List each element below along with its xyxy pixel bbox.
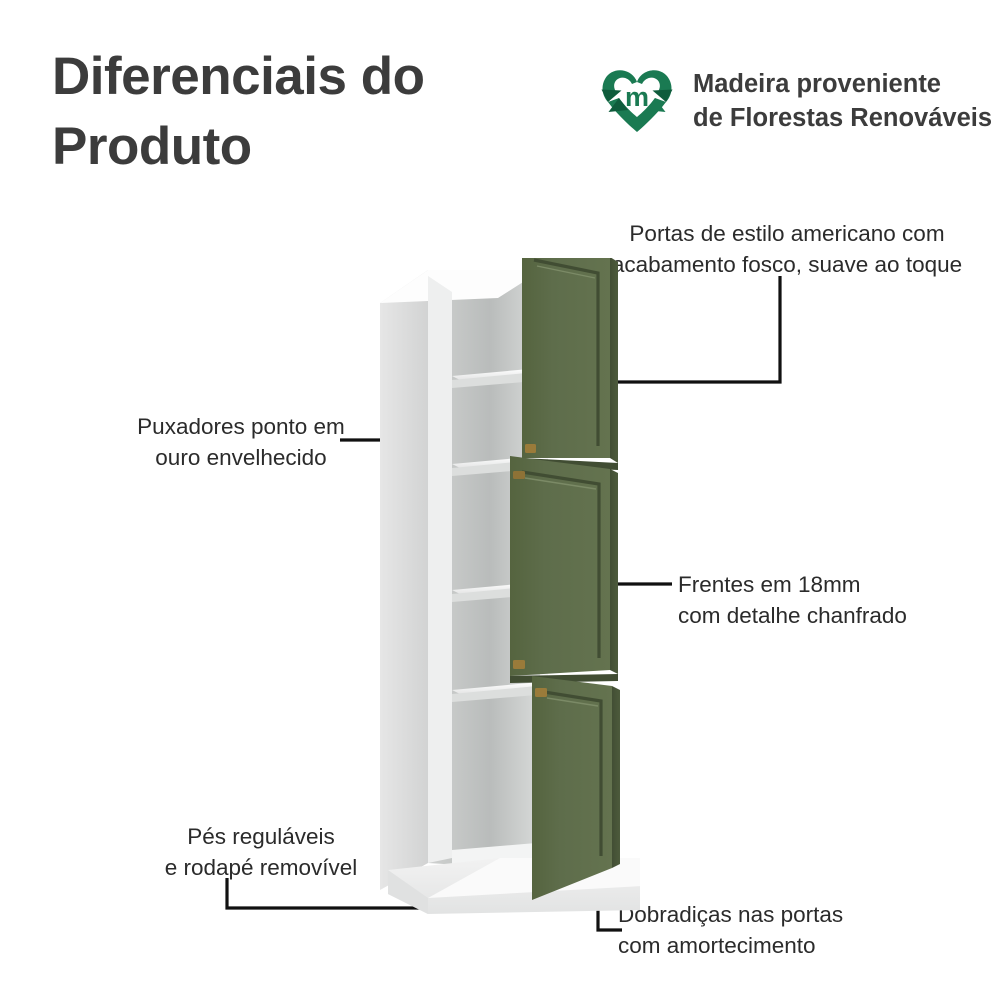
handle-knob [516,661,524,669]
door-bottom [532,676,620,900]
shelf [452,682,548,694]
cabinet-left-side [380,270,428,890]
leader-feet [225,878,424,910]
door-middle [510,456,618,683]
handle-knob [537,689,545,697]
cabinet-top [380,270,542,303]
handle-knob [528,445,536,453]
door-top [522,258,618,470]
shelf [452,685,548,702]
cabinet-carcass [380,270,548,890]
product-illustration [380,258,640,914]
annotation-feet: Pés reguláveis e rodapé removível [164,824,358,881]
certification-badge: m Madeira proveniente de Florestas Renov… [598,62,992,141]
annotation-fronts: Frentes em 18mm com detalhe chanfrado [678,572,907,629]
leader-doors [578,276,782,384]
certification-label: Madeira proveniente de Florestas Renováv… [693,69,993,132]
page-title: Diferenciais do Produto [52,47,425,176]
annotation-handles: Puxadores ponto em ouro envelhecido [137,414,345,471]
cabinet-interior-back [428,270,540,870]
annotation-doors: Portas de estilo americano com acabament… [611,221,963,278]
hinge [513,471,525,479]
svg-text:m: m [625,82,649,112]
handle-group [516,445,545,697]
cabinet-inner-left [428,276,452,863]
recycle-heart-icon: m [598,62,676,141]
